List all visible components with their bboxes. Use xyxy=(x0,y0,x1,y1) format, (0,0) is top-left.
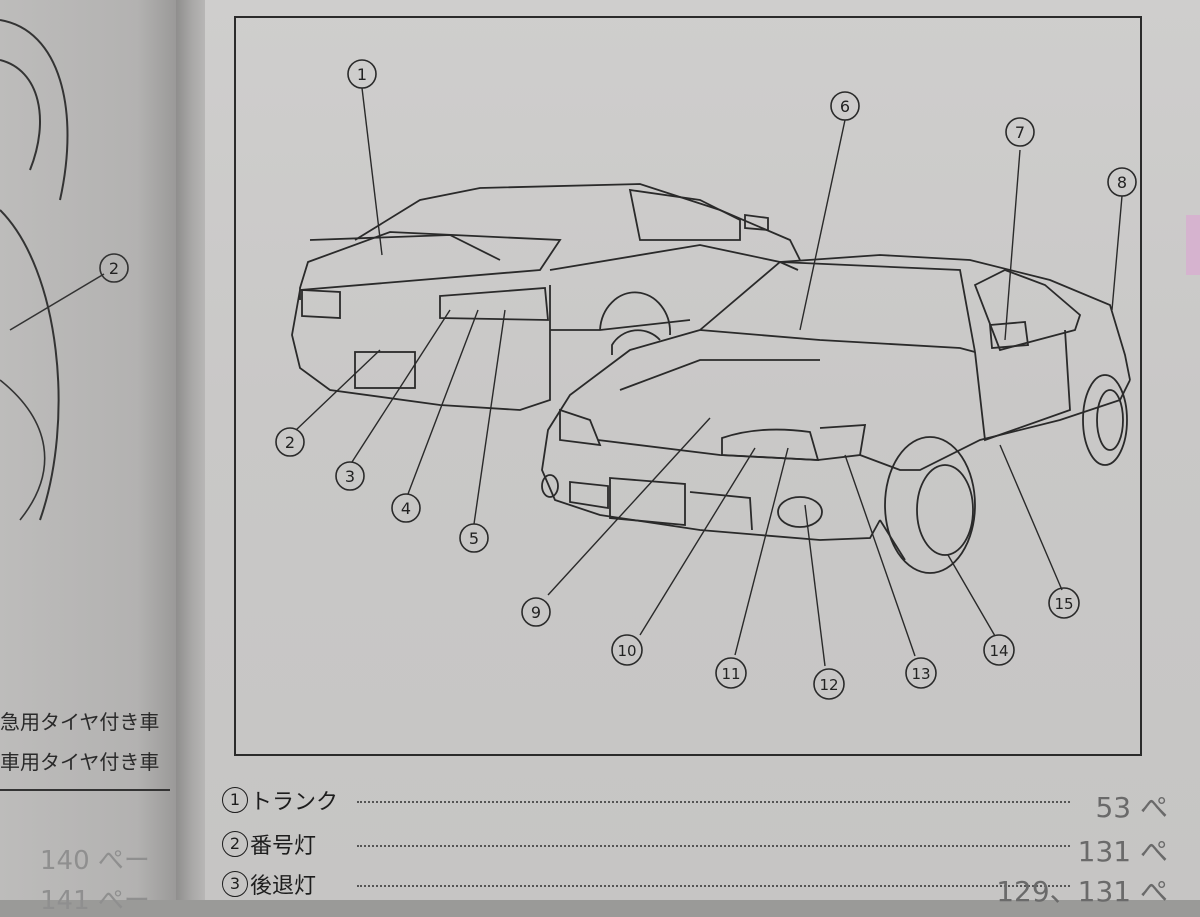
left-page-ref1: 140 ぺー xyxy=(40,846,150,876)
callout-10: 10 xyxy=(617,642,636,660)
left-text-line1: 急用タイヤ付き車 xyxy=(0,710,160,734)
callout-14: 14 xyxy=(989,642,1008,660)
callout-4: 4 xyxy=(401,499,411,518)
list-item-number: 1 xyxy=(222,787,248,813)
left-text-line2: 車用タイヤ付き車 xyxy=(0,750,160,774)
callout-5: 5 xyxy=(469,529,479,548)
leader-dots xyxy=(357,885,1070,887)
callout-6: 6 xyxy=(840,97,850,116)
list-item-label: 番号灯 xyxy=(250,834,317,859)
callout-1: 1 xyxy=(357,65,367,84)
callout-9: 9 xyxy=(531,603,541,622)
callout-8: 8 xyxy=(1117,173,1127,192)
left-callout-2: 2 xyxy=(109,259,119,278)
list-item-number: 2 xyxy=(222,831,248,857)
rear-car-drawing xyxy=(291,183,801,411)
callout-13: 13 xyxy=(911,665,930,683)
list-item-page: 131 ぺ xyxy=(1077,835,1168,868)
right-page xyxy=(205,0,1200,900)
illustration-frame xyxy=(234,16,1142,756)
callout-7: 7 xyxy=(1015,123,1025,142)
list-item-page: 129、131 ぺ xyxy=(996,875,1168,908)
leader-lines xyxy=(295,87,1123,667)
left-page: 2 急用タイヤ付き車 車用タイヤ付き車 140 ぺー 141 ぺー xyxy=(0,0,196,916)
front-car-drawing xyxy=(541,254,1131,574)
index-tab xyxy=(1186,215,1200,275)
callout-3: 3 xyxy=(345,467,355,486)
list-item-page: 53 ぺ xyxy=(1095,791,1168,824)
callout-12: 12 xyxy=(819,676,838,694)
callout-2: 2 xyxy=(285,433,295,452)
list-item-label: トランク xyxy=(250,790,339,815)
leader-dots xyxy=(357,845,1070,847)
list-item-label: 後退灯 xyxy=(250,874,317,899)
callout-15: 15 xyxy=(1054,595,1073,613)
list-item-number: 3 xyxy=(222,871,248,897)
leader-dots xyxy=(357,801,1070,803)
callout-11: 11 xyxy=(721,665,740,683)
steering-wheel-illustration: 2 xyxy=(0,19,170,791)
callout-circles xyxy=(275,59,1137,700)
